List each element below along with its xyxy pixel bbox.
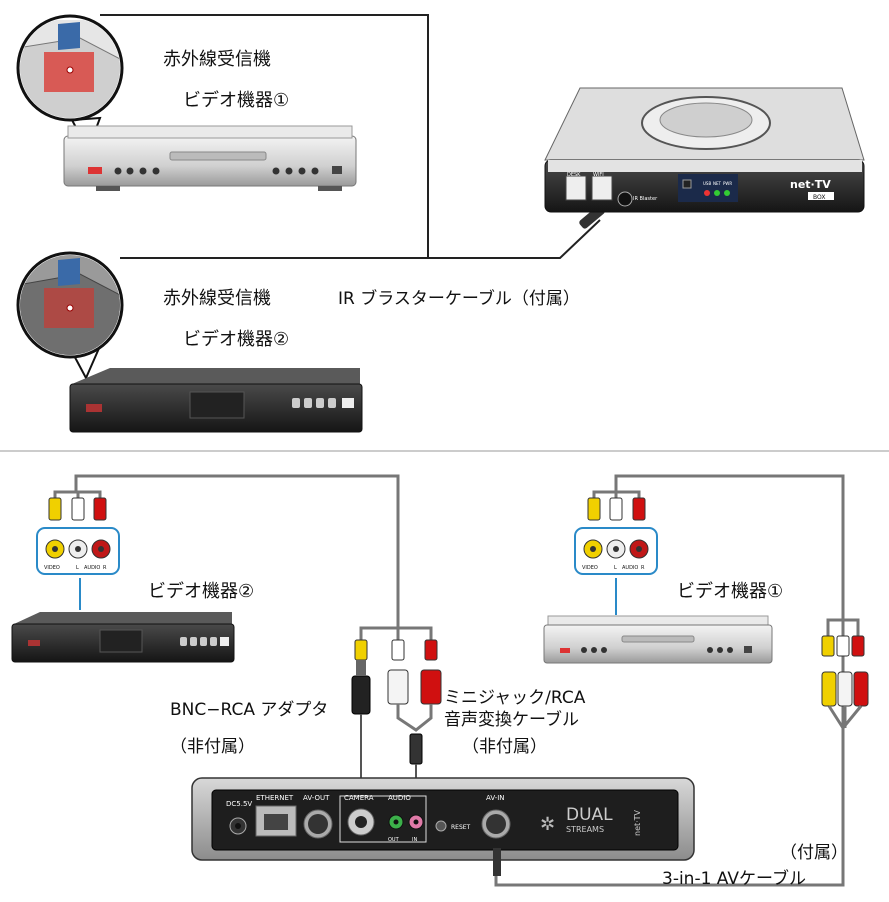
unit-camera-label: CAMERA <box>344 794 374 802</box>
av-cable-note: （付属） <box>780 843 848 863</box>
unit-star-icon: ✲ <box>540 814 555 835</box>
minijack-label-line2: 音声変換ケーブル <box>444 709 579 730</box>
ir-receiver-label-1: 赤外線受信機 <box>163 49 271 70</box>
right-jack-video: VIDEO <box>582 565 598 571</box>
top-section: 赤外線受信機 ビデオ機器① <box>16 14 865 433</box>
video-device-1-bottom <box>543 615 773 664</box>
device-1-label-top: ビデオ機器① <box>183 90 289 111</box>
bnc-adapter-label: BNC−RCA アダプタ <box>170 700 328 720</box>
unit-brand-side: net·TV <box>633 809 642 836</box>
video-device-2-top <box>69 368 363 433</box>
unit-brand-sub: STREAMS <box>566 825 604 834</box>
ir-blaster-cable-label: IR ブラスターケーブル（付属） <box>338 288 580 309</box>
left-loop-cable <box>74 474 400 626</box>
right-device-label: ビデオ機器① <box>677 581 783 602</box>
av-cable-plugs <box>821 618 869 731</box>
right-jack-audio: AUDIO <box>622 565 638 571</box>
left-rca-plugs: VIDEO L AUDIO R <box>36 490 120 575</box>
ir-receiver-zoom-1 <box>16 14 124 153</box>
ir-blaster-cable <box>100 14 601 259</box>
dual-streams-unit: DC5.5V ETHERNET AV-OUT CAMERA AUDIO OUT … <box>191 777 695 876</box>
right-jack-l: L <box>614 565 617 571</box>
unit-audio-label: AUDIO <box>388 794 411 802</box>
unit-dc-label: DC5.5V <box>226 800 252 808</box>
left-jack-audio: AUDIO <box>84 565 100 571</box>
unit-avin-label: AV-IN <box>486 794 505 802</box>
middle-rca-plugs <box>351 626 442 784</box>
left-jack-video: VIDEO <box>44 565 60 571</box>
bnc-adapter-note: （非付属） <box>170 737 255 757</box>
video-device-2-bottom <box>11 612 235 663</box>
settop-brand-sub: BOX <box>813 194 825 201</box>
bottom-section: VIDEO L AUDIO R VIDEO L AUDIO R ビデオ機器② ビ… <box>11 474 869 889</box>
right-jack-r: R <box>641 565 645 571</box>
av-cable-label: 3-in-1 AVケーブル <box>662 868 806 889</box>
settop-port-label-3: IR Blaster <box>633 196 658 202</box>
settop-led-label-net: NET <box>713 181 722 186</box>
settop-brand: net·TV <box>790 178 831 191</box>
left-jack-r: R <box>103 565 107 571</box>
settop-led-label-usb: USB <box>703 181 711 186</box>
left-jack-l: L <box>76 565 79 571</box>
minijack-note: （非付属） <box>462 737 547 757</box>
video-device-1-top <box>63 125 357 191</box>
left-device-label: ビデオ機器② <box>148 581 254 602</box>
nettv-box-top: DESK WIFI IR Blaster USB NET PWR net·TV … <box>544 87 865 213</box>
device-2-label-top: ビデオ機器② <box>183 329 289 350</box>
minijack-label-line1: ミニジャック/RCA <box>444 688 586 708</box>
settop-port-label-1: DESK <box>567 172 581 178</box>
settop-led-label-pwr: PWR <box>723 181 732 186</box>
ir-receiver-zoom-2 <box>16 251 124 381</box>
unit-brand: DUAL <box>566 805 613 825</box>
unit-avout-label: AV-OUT <box>303 794 330 802</box>
settop-port-label-2: WIFI <box>593 172 604 178</box>
unit-ethernet-label: ETHERNET <box>256 794 294 802</box>
unit-reset-label: RESET <box>451 824 471 831</box>
ir-receiver-label-2: 赤外線受信機 <box>163 288 271 309</box>
right-rca-plugs: VIDEO L AUDIO R <box>574 490 658 575</box>
unit-in-label: IN <box>412 837 417 843</box>
unit-out-label: OUT <box>388 837 400 843</box>
